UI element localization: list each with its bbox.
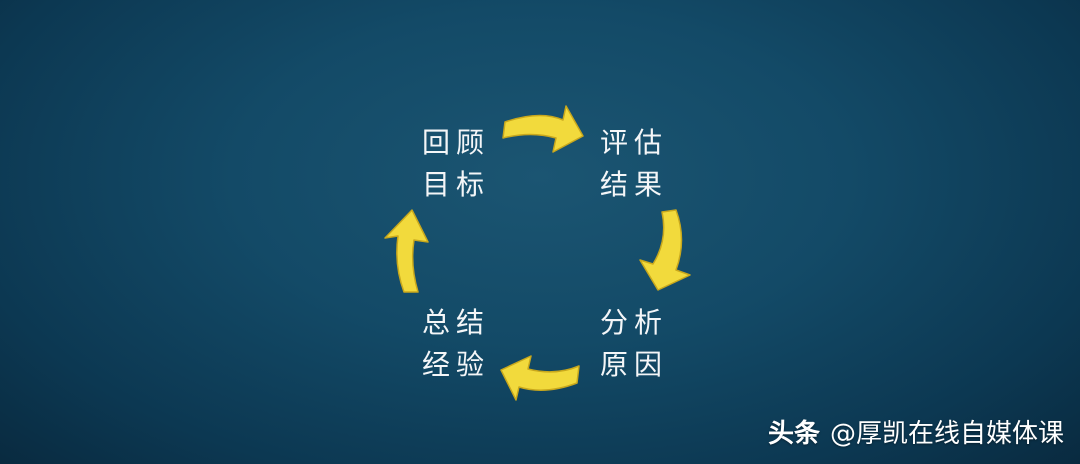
arrow-analyze-to-summarize	[500, 355, 580, 401]
step-summarize-line2: 经验	[422, 348, 491, 381]
step-analyze-line1: 分析	[600, 306, 669, 339]
watermark-account: @厚凯在线自媒体课	[829, 419, 1064, 449]
arrow-summarize-to-review	[384, 209, 429, 293]
step-review-goals: 回顾 目标	[422, 122, 542, 206]
step-summarize-line1: 总结	[422, 306, 491, 339]
arrow-review-to-evaluate	[502, 105, 584, 153]
step-analyze-line2: 原因	[600, 348, 669, 381]
step-review-line2: 目标	[422, 168, 491, 201]
step-analyze-causes: 分析 原因	[600, 302, 720, 386]
step-evaluate-line1: 评估	[600, 126, 669, 159]
watermark-platform: 头条	[767, 419, 820, 449]
arrow-evaluate-to-analyze	[639, 209, 691, 291]
step-review-line1: 回顾	[422, 126, 491, 159]
step-evaluate-results: 评估 结果	[600, 122, 720, 206]
step-evaluate-line2: 结果	[600, 168, 669, 201]
watermark: 头条 @厚凯在线自媒体课	[768, 413, 1064, 450]
step-summarize-experience: 总结 经验	[422, 302, 542, 386]
